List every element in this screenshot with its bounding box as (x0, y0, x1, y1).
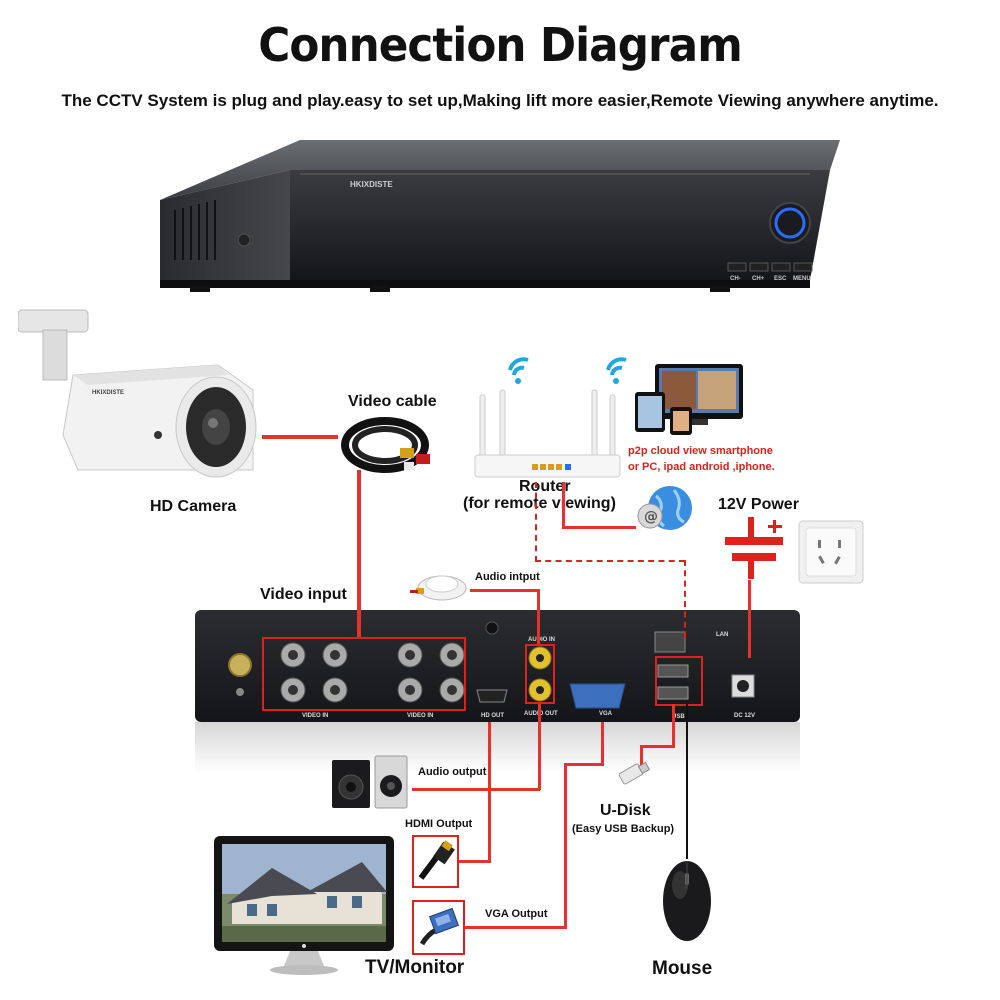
btn-esc: ESC (774, 276, 787, 282)
internet-globe-icon: @ (637, 486, 692, 530)
wire-udisk-up (672, 704, 675, 748)
video-in-right-text: VIDEO IN (407, 713, 434, 719)
hdmi-output-box (412, 835, 459, 888)
video-cable-icon (341, 417, 430, 473)
p2p-line2: or PC, ipad android ,iphone. (628, 461, 775, 473)
audio-output-label: Audio output (418, 766, 487, 778)
monitor-image (214, 836, 394, 975)
wire-hdmi-h (458, 860, 491, 863)
wire-vga-v (564, 763, 567, 928)
hdmi-cable-icon (418, 840, 455, 880)
vga-output-box (412, 900, 465, 955)
dvr-front-image (160, 140, 840, 292)
camera-image (18, 309, 257, 478)
vga-output-label: VGA Output (485, 908, 548, 920)
btn-menu: MENU (793, 276, 811, 282)
usb-highlight (655, 656, 703, 706)
wire-udisk-v (640, 745, 643, 770)
lan-port-text: LAN (716, 632, 729, 638)
wire-vga-h (465, 926, 567, 929)
btn-ch-plus: CH+ (752, 276, 765, 282)
camera-brand: HKIXDISTE (92, 390, 125, 396)
video-cable-label: Video cable (348, 393, 437, 410)
tv-monitor-label: TV/Monitor (365, 957, 465, 978)
udisk-sub-label: (Easy USB Backup) (572, 823, 675, 835)
router-sub-label: (for remote viewing) (463, 495, 616, 512)
wire-router-lan-v2 (684, 560, 686, 638)
usb-disk-icon (618, 761, 651, 785)
wire-router-globe-h (562, 526, 636, 529)
devices-image (635, 364, 743, 435)
wire-power (748, 580, 751, 658)
router-label: Router (519, 478, 571, 495)
wire-hdmi-v (488, 722, 491, 862)
hdmi-port-text: HD OUT (481, 713, 504, 719)
vga-port-text: VGA (599, 711, 613, 717)
video-in-left-text: VIDEO IN (302, 713, 329, 719)
vga-cable-icon (419, 907, 459, 946)
wire-audio-out-v (538, 704, 541, 790)
dvr-brand: HKIXDISTE (350, 180, 393, 189)
hd-camera-label: HD Camera (150, 498, 237, 515)
wire-router-lan-v1 (535, 482, 537, 562)
hdmi-output-label: HDMI Output (405, 818, 473, 830)
audio-highlight (525, 644, 555, 704)
mouse-label: Mouse (652, 958, 713, 979)
wire-router-lan-h (535, 560, 685, 562)
wire-udisk-h (640, 745, 675, 748)
audio-input-label: Audio intput (475, 571, 540, 583)
wire-audio-out-h2 (412, 788, 540, 791)
mouse-icon (663, 861, 711, 941)
wire-vga-top (564, 763, 604, 766)
wire-vga-up (601, 722, 604, 766)
speakers-icon (332, 755, 408, 809)
video-input-label: Video input (260, 586, 347, 603)
p2p-line1: p2p cloud view smartphone (628, 445, 773, 457)
router-image (474, 357, 627, 478)
wall-outlet-icon (798, 520, 864, 584)
page-title: Connection Diagram (258, 18, 743, 72)
wire-audio-in-v (537, 589, 540, 644)
microphone-icon (410, 575, 467, 601)
audio-in-text: AUDIO IN (528, 637, 555, 643)
wire-camera-cable (262, 435, 338, 439)
power-symbol-icon (725, 517, 783, 579)
btn-ch-minus: CH- (730, 276, 741, 282)
video-input-highlight (262, 637, 466, 711)
wire-router-globe-v (562, 482, 565, 528)
page-subtitle: The CCTV System is plug and play.easy to… (61, 91, 939, 110)
power-label: 12V Power (718, 496, 799, 513)
wire-mouse (686, 704, 688, 859)
svg-text:@: @ (644, 509, 658, 525)
wire-audio-in-h (470, 589, 540, 592)
wire-cable-dvr (357, 470, 361, 637)
usb-port-text: USB (672, 714, 685, 720)
dc-port-text: DC 12V (734, 713, 756, 719)
udisk-label: U-Disk (600, 802, 651, 819)
